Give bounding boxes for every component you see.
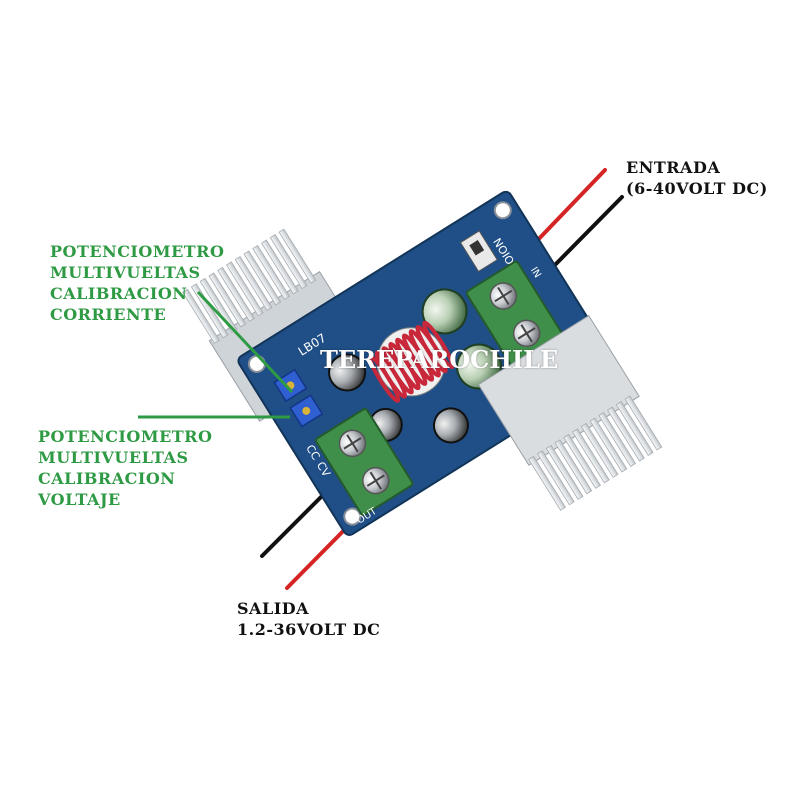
mounting-hole	[493, 201, 512, 220]
heatsink-fin	[580, 422, 619, 478]
heatsink-fin	[243, 250, 282, 306]
current-pot-leader-line	[196, 290, 294, 394]
input-label-line: (6-40VOLT DC)	[626, 179, 768, 198]
voltage-pot-label-line: MULTIVUELTAS	[38, 448, 189, 467]
heatsink-fin	[269, 234, 308, 290]
current-pot-label-line: POTENCIOMETRO	[50, 242, 225, 261]
heatsink-fin	[536, 450, 575, 506]
heatsink-fin	[615, 401, 654, 457]
output-label-line: SALIDA	[237, 599, 309, 618]
output-label: SALIDA 1.2-36VOLT DC	[237, 598, 380, 640]
inductor-coil	[367, 320, 455, 403]
voltage-potentiometer	[289, 394, 324, 428]
output-capacitor	[328, 353, 367, 392]
heatsink-fin	[261, 239, 299, 295]
coil-turn	[422, 320, 455, 370]
heatsink-fin	[554, 439, 593, 495]
heatsink-fin	[624, 395, 663, 451]
heatsink-fin	[563, 433, 601, 489]
current-pot-label: POTENCIOMETRO MULTIVUELTAS CALIBRACION C…	[50, 241, 224, 325]
voltage-pot-label-line: VOLTAJE	[38, 490, 121, 509]
heatsink-fin	[607, 406, 645, 462]
heatsink-fin	[217, 266, 255, 322]
input-label: ENTRADA (6-40VOLT DC)	[626, 157, 768, 199]
heatsink-fin	[190, 283, 229, 339]
power-switch-knob	[469, 240, 485, 256]
input-terminal-block	[465, 260, 565, 369]
output-label-line: 1.2-36VOLT DC	[237, 620, 381, 639]
output-terminal-block	[314, 408, 414, 516]
input-label-line: ENTRADA	[626, 158, 721, 177]
heatsink-fin	[528, 455, 566, 511]
input-wire-black	[546, 195, 624, 274]
silk-in: IN	[528, 265, 543, 280]
output-capacitor	[432, 407, 469, 444]
heatsink-fin	[234, 255, 273, 311]
current-pot-label-line: MULTIVUELTAS	[50, 263, 201, 282]
voltage-pot-label-line: CALIBRACION	[38, 469, 176, 488]
heatsink-fin	[572, 428, 610, 484]
heatsink-fin	[598, 411, 637, 467]
heatsink-fin	[182, 288, 220, 344]
heatsink-fin	[225, 261, 264, 317]
heatsink-fin	[545, 444, 584, 500]
voltage-pot-label-line: POTENCIOMETRO	[38, 427, 213, 446]
heatsink-fin	[252, 244, 290, 300]
heatsink-fin	[278, 228, 317, 284]
heatsink-fin	[208, 272, 247, 328]
current-pot-label-line: CALIBRACION	[50, 284, 188, 303]
voltage-pot-label: POTENCIOMETRO MULTIVUELTAS CALIBRACION V…	[38, 426, 212, 510]
current-pot-label-line: CORRIENTE	[50, 305, 167, 324]
heatsink-fin	[589, 417, 628, 473]
heatsink-right	[477, 315, 663, 511]
input-wire-red	[530, 168, 607, 248]
watermark-text: TEREPAROCHILE	[320, 345, 559, 374]
